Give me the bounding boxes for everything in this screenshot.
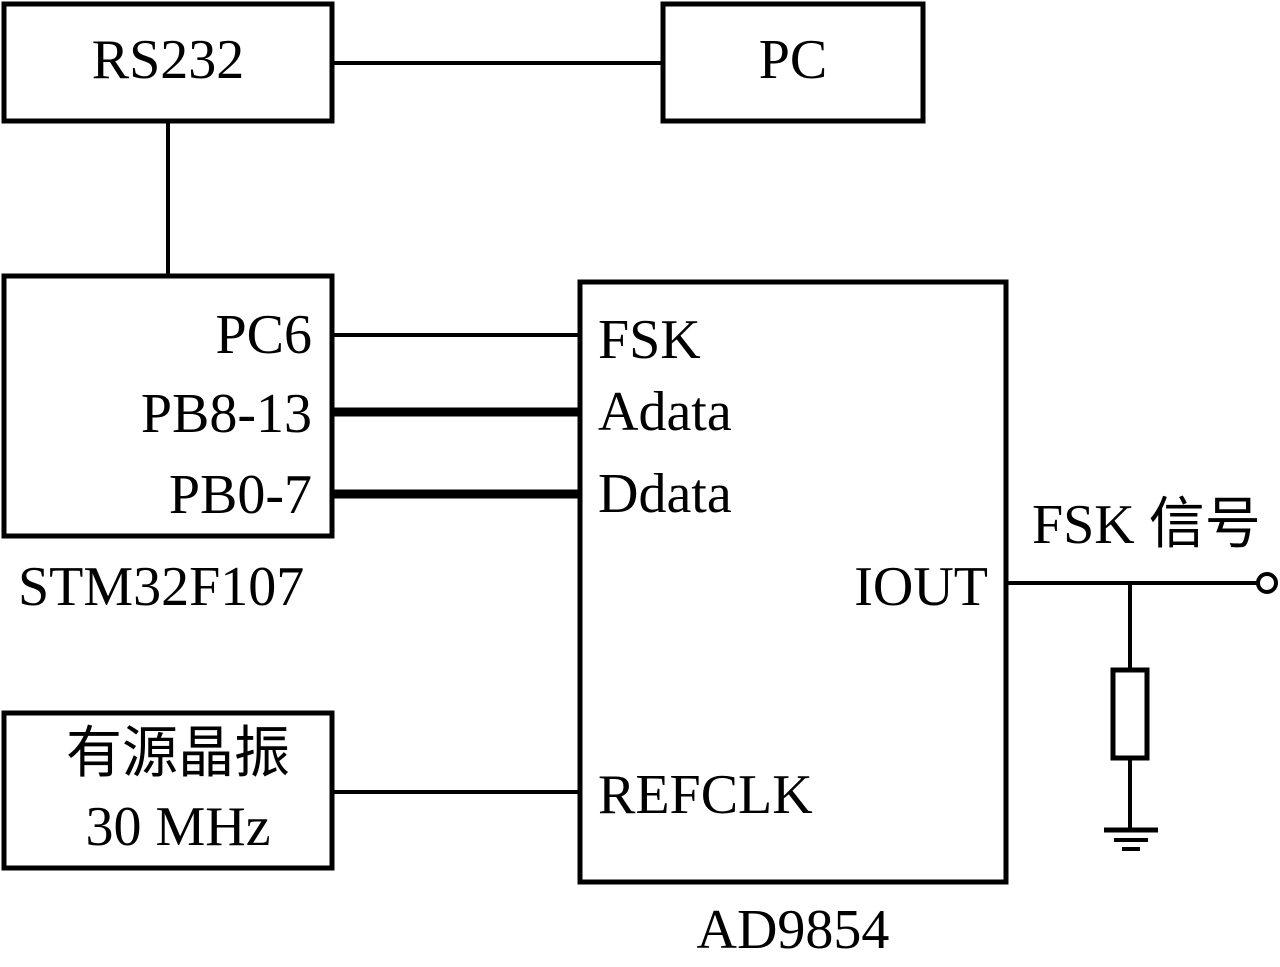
output-signal-label: FSK 信号 <box>1032 494 1261 556</box>
mcu-block <box>1 273 335 539</box>
pc-label: PC <box>759 29 828 91</box>
dds-pin-iout: IOUT <box>854 556 988 618</box>
rs232-label: RS232 <box>92 29 245 91</box>
mcu-pin-pb0-7: PB0-7 <box>169 464 312 526</box>
oscillator-frequency: 30 MHz <box>85 796 270 858</box>
dds-pin-ddata: Ddata <box>598 463 732 525</box>
oscillator-block <box>1 710 335 871</box>
output-terminal-icon <box>1256 572 1278 594</box>
dds-block <box>577 279 1009 885</box>
mcu-pin-pc6: PC6 <box>216 304 313 366</box>
dds-pin-adata: Adata <box>598 381 732 443</box>
dds-pin-fsk: FSK <box>598 309 701 371</box>
mcu-name-label: STM32F107 <box>18 556 304 618</box>
rs232-block <box>1 1 335 124</box>
load-resistor-icon <box>1110 667 1150 761</box>
ground-icon <box>1104 827 1158 851</box>
pc-block <box>660 1 926 124</box>
dds-name-label: AD9854 <box>697 899 890 961</box>
mcu-pin-pb8-13: PB8-13 <box>141 383 312 445</box>
dds-pin-refclk: REFCLK <box>598 764 813 826</box>
oscillator-label: 有源晶振 <box>66 723 290 785</box>
